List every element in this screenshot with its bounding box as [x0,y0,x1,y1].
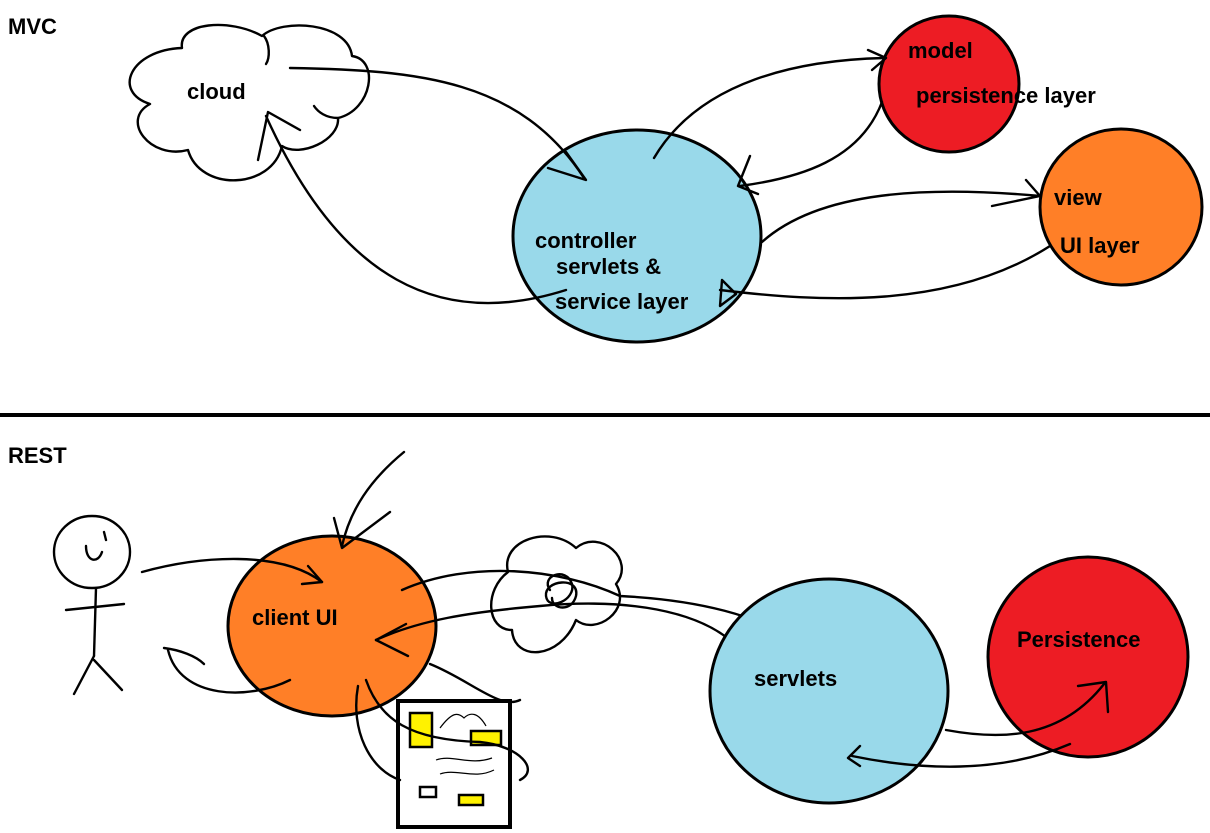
mockup-block-bottom [457,793,485,807]
view-sublabel: UI layer [1060,233,1140,258]
arrow-user-to-client [140,557,324,584]
arrow-client-to-user [166,648,292,694]
user-figure [52,514,132,696]
servlets-label: servlets [754,666,837,691]
arrow-view-to-controller [718,244,1052,300]
servlets-circle [708,577,950,805]
controller-sublabel: servlets & [556,254,661,279]
controller-circle [511,128,763,344]
arrow-client-to-mockup [364,678,529,782]
rest-cloud-shape [490,535,623,654]
cloud-label: cloud [187,79,246,104]
controller-label: controller [535,228,637,253]
model-label: model [908,38,973,63]
view-circle [1038,127,1204,287]
arrow-client-inner [428,662,522,704]
rest-title: REST [8,443,67,468]
client-ui-circle [226,534,438,718]
arrow-cloud-to-controller [288,66,586,180]
model-circle [877,14,1021,154]
arrow-servlets-to-client [374,602,756,672]
arrow-mockup-to-client [355,684,402,782]
arrow-controller-to-view [760,190,1042,244]
persistence-label: Persistence [1017,627,1141,652]
arrow-controller-to-model [652,56,886,160]
client-ui-label: client UI [252,605,338,630]
arrow-model-to-controller [738,100,884,188]
persistence-circle [986,555,1190,759]
arrow-controller-to-cloud [264,114,568,305]
controller-service-label: service layer [555,289,689,314]
mockup-block-small [418,785,438,799]
cloud-shape [128,23,371,182]
model-sublabel: persistence layer [916,83,1096,108]
mvc-title: MVC [8,14,57,39]
arrow-persistence-to-servlets [850,742,1072,768]
view-label: view [1054,185,1103,210]
arrow-servlets-to-persistence [944,682,1106,737]
arrow-top-to-client [340,450,406,548]
ui-mockup [396,699,512,829]
